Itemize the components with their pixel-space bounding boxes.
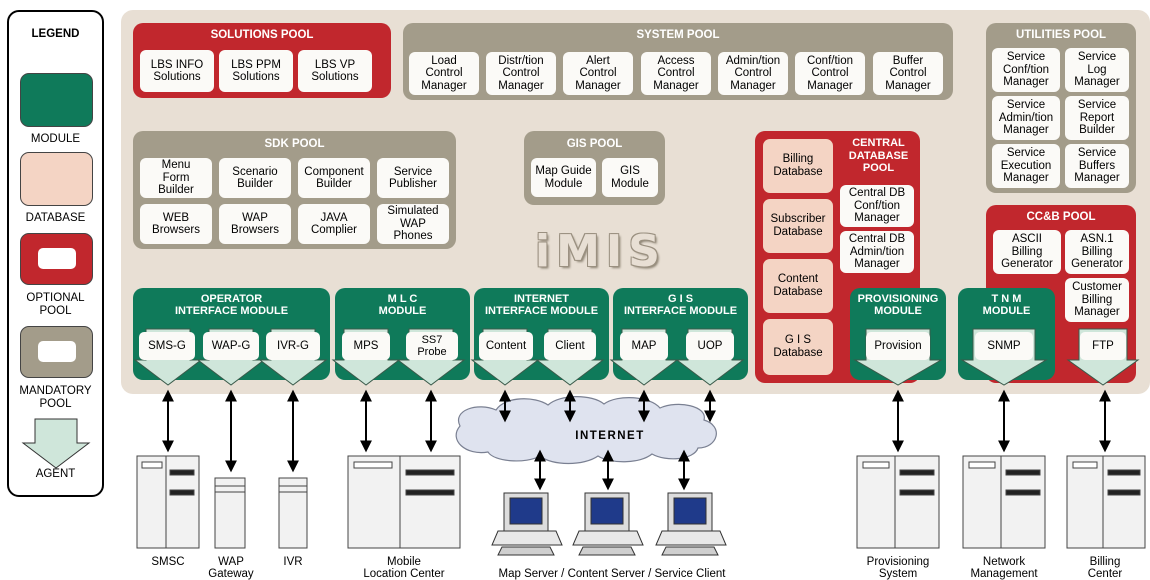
system-mobile-location-center-label: Mobile Location Center [363,556,445,580]
server-icons [136,455,1146,549]
access-control-manager[interactable]: Access Control Manager [641,52,711,95]
solutions-pool: SOLUTIONS POOL LBS INFO Solutions LBS PP… [133,23,391,98]
service-configuration-manager[interactable]: Service Conf/tion Manager [992,48,1060,92]
solution-lbs-vp[interactable]: LBS VP Solutions [298,50,372,92]
system-map-content-client-label: Map Server / Content Server / Service Cl… [498,568,726,580]
administration-control-manager[interactable]: Admin/tion Control Manager [718,52,788,95]
solution-lbs-ppm[interactable]: LBS PPM Solutions [219,50,293,92]
ccb-pool-title: CC&B POOL [1026,211,1096,223]
gis-pool: GIS POOL Map Guide Module GIS Module [524,131,665,205]
workstation-icons [491,492,727,556]
agent-content[interactable]: Content [479,332,533,360]
service-buffers-manager[interactable]: Service Buffers Manager [1065,144,1129,188]
distribution-control-manager[interactable]: Distr/tion Control Manager [486,52,556,95]
alert-control-manager[interactable]: Alert Control Manager [563,52,633,95]
java-complier[interactable]: JAVA Complier [298,204,370,244]
system-smsc-label: SMSC [151,556,185,568]
central-database-pool: CENTRAL DATABASE POOL Billing Database S… [755,131,920,383]
legend-title: LEGEND [31,28,80,40]
wap-browsers[interactable]: WAP Browsers [219,204,291,244]
gis-module[interactable]: GIS Module [602,158,658,197]
scenario-builder[interactable]: Scenario Builder [219,158,291,198]
legend-module-label: MODULE [30,133,81,145]
service-execution-manager[interactable]: Service Execution Manager [992,144,1060,188]
provisioning-module-title: PROVISIONING MODULE [857,293,939,317]
system-billing-center-label: Billing Center [1087,556,1123,580]
operator-interface-module-title: OPERATOR INTERFACE MODULE [174,293,289,317]
service-administration-manager[interactable]: Service Admin/tion Manager [992,96,1060,140]
central-db-configuration-manager[interactable]: Central DB Conf/tion Manager [840,185,914,227]
solutions-pool-title: SOLUTIONS POOL [210,29,314,41]
agent-wap-g[interactable]: WAP-G [203,332,259,360]
sdk-pool-title: SDK POOL [264,138,325,150]
legend-mandatory-pool-label: MANDATORY POOL [19,385,92,410]
load-control-manager[interactable]: Load Control Manager [409,52,479,95]
agent-ivr-g[interactable]: IVR-G [266,332,320,360]
web-browsers[interactable]: WEB Browsers [140,204,212,244]
service-publisher[interactable]: Service Publisher [377,158,449,198]
sdk-pool: SDK POOL Menu Form Builder Scenario Buil… [133,131,456,249]
buffer-control-manager[interactable]: Buffer Control Manager [873,52,943,95]
agent-client[interactable]: Client [544,332,596,360]
mlc-module-title: M L C MODULE [378,293,427,317]
utilities-pool: UTILITIES POOL Service Conf/tion Manager… [986,23,1136,193]
legend-agent-label: AGENT [35,468,76,480]
agent-provision[interactable]: Provision [866,332,930,360]
component-builder[interactable]: Component Builder [298,158,370,198]
agent-sms-g[interactable]: SMS-G [139,332,195,360]
map-guide-module[interactable]: Map Guide Module [531,158,596,197]
agent-uop[interactable]: UOP [686,332,734,360]
subscriber-database[interactable]: Subscriber Database [763,199,833,253]
ascii-billing-generator[interactable]: ASCII Billing Generator [993,230,1061,274]
agent-map[interactable]: MAP [620,332,668,360]
legend-optional-pool-label: OPTIONAL POOL [26,292,85,317]
gis-pool-title: GIS POOL [566,138,623,150]
legend-mandatory-pool-swatch [20,326,93,378]
solution-lbs-info[interactable]: LBS INFO Solutions [140,50,214,92]
legend-agent-icon [21,418,91,469]
billing-database[interactable]: Billing Database [763,139,833,193]
central-database-pool-title: CENTRAL DATABASE POOL [848,137,909,174]
imis-logo: iMIS [535,226,666,277]
agent-ss7-probe[interactable]: SS7 Probe [406,332,458,360]
configuration-control-manager[interactable]: Conf/tion Control Manager [795,52,865,95]
simulated-wap-phones[interactable]: Simulated WAP Phones [377,204,449,244]
central-db-administration-manager[interactable]: Central DB Admin/tion Manager [840,231,914,273]
agent-ftp[interactable]: FTP [1080,332,1126,360]
agent-mps[interactable]: MPS [342,332,390,360]
internet-label: INTERNET [575,430,645,442]
content-database[interactable]: Content Database [763,259,833,313]
internet-interface-module-title: INTERNET INTERFACE MODULE [484,293,599,317]
gis-interface-module-title: G I S INTERFACE MODULE [623,293,738,317]
system-provisioning-label: Provisioning System [866,556,930,580]
service-log-manager[interactable]: Service Log Manager [1065,48,1129,92]
legend-module-swatch [20,73,93,127]
system-pool-title: SYSTEM POOL [636,29,720,41]
legend: LEGEND MODULE DATABASE OPTIONAL POOL MAN… [7,10,104,497]
gis-database[interactable]: G I S Database [763,319,833,375]
legend-database-swatch [20,152,93,206]
asn1-billing-generator[interactable]: ASN.1 Billing Generator [1065,230,1129,274]
service-report-builder[interactable]: Service Report Builder [1065,96,1129,140]
tnm-module-title: T N M MODULE [982,293,1031,317]
utilities-pool-title: UTILITIES POOL [1015,29,1107,41]
customer-billing-manager[interactable]: Customer Billing Manager [1065,278,1129,322]
menu-form-builder[interactable]: Menu Form Builder [140,158,212,198]
system-network-management-label: Network Management [970,556,1038,580]
agent-snmp[interactable]: SNMP [975,332,1033,360]
system-ivr-label: IVR [283,556,303,568]
system-wap-gateway-label: WAP Gateway [208,556,254,580]
legend-optional-pool-swatch [20,233,93,285]
legend-database-label: DATABASE [25,212,86,224]
system-pool: SYSTEM POOL Load Control Manager Distr/t… [403,23,953,100]
